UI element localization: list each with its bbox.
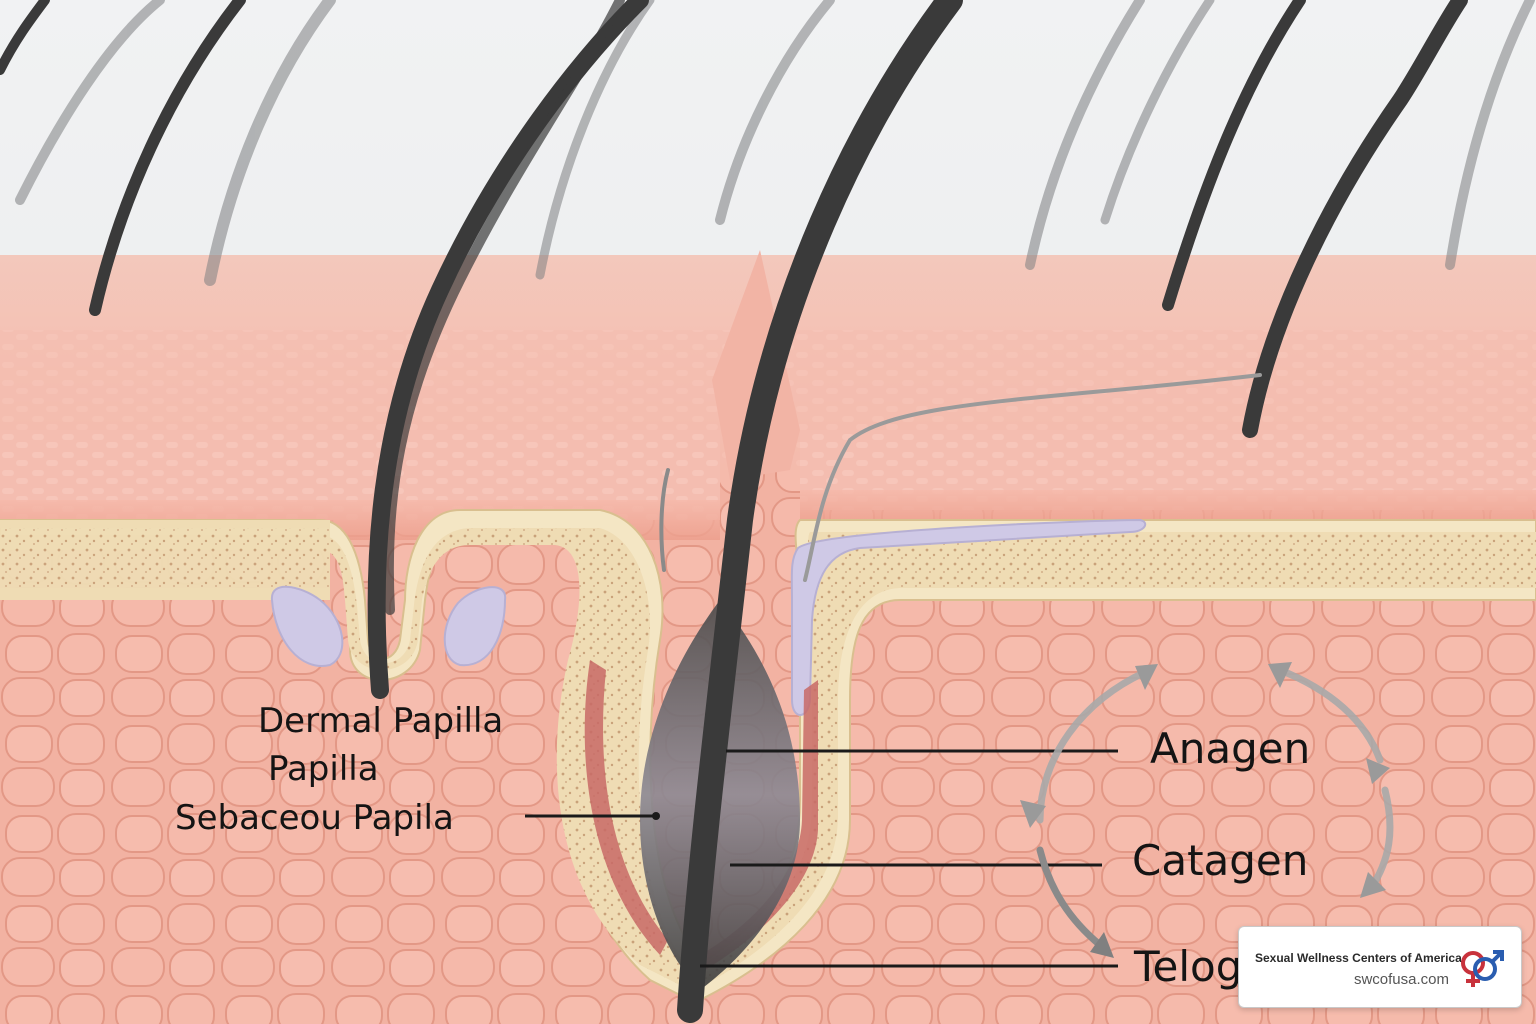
gender-symbols-icon: [1461, 950, 1504, 987]
label-telogen: Telog: [1134, 942, 1243, 991]
label-papilla: Papilla: [268, 749, 379, 789]
label-anagen: Anagen: [1150, 724, 1311, 773]
label-sebaceous: Sebaceou Papila: [175, 798, 454, 838]
watermark-badge: Sexual Wellness Centers of America swcof…: [1238, 926, 1522, 1008]
badge-url: swcofusa.com: [1353, 971, 1449, 988]
label-catagen: Catagen: [1132, 836, 1309, 885]
label-dermal-papilla: Dermal Papilla: [258, 701, 504, 741]
badge-org-name: Sexual Wellness Centers of America: [1255, 951, 1462, 965]
